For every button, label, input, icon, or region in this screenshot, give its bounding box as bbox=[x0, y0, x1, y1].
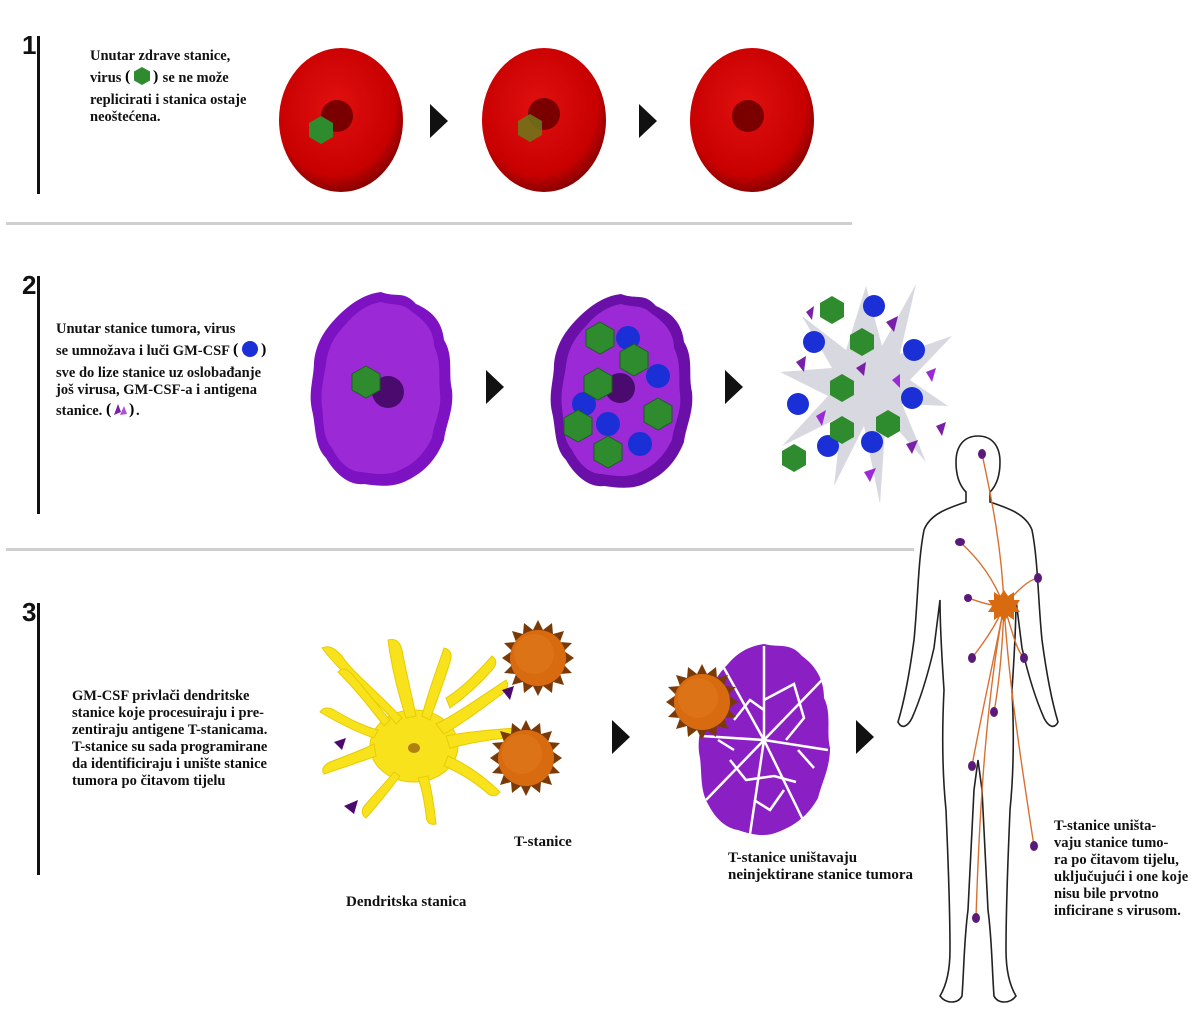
section-divider-1 bbox=[6, 222, 852, 225]
step-number-3: 3 bbox=[22, 597, 36, 628]
step-1-text-line: virus ( ) se ne može bbox=[90, 65, 280, 92]
step-2-text-line: stanice. ( ) . bbox=[56, 399, 286, 424]
arrow-right-icon bbox=[612, 720, 630, 754]
body-text-line: nisu bile prvotno bbox=[1054, 886, 1188, 903]
step-1-text-line: Unutar zdrave stanice, bbox=[90, 48, 280, 65]
arrow-right-icon bbox=[856, 720, 874, 754]
step-3-bar bbox=[37, 603, 40, 875]
t-cell-3 bbox=[664, 664, 740, 740]
t-cells-label: T-stanice bbox=[514, 834, 572, 851]
human-body bbox=[898, 430, 1058, 1006]
step-3-text-line: da identificiraju i unište stanice bbox=[72, 756, 292, 773]
svg-text:(: ( bbox=[106, 401, 111, 418]
body-text-line: inficirane s virusom. bbox=[1054, 903, 1188, 920]
svg-text:): ) bbox=[129, 401, 134, 418]
t-cells-destroy-label: T-stanice uništavaju neinjektirane stani… bbox=[728, 850, 913, 884]
antigen-fragment-icon: ( ) bbox=[106, 399, 136, 424]
step-number-1: 1 bbox=[22, 30, 36, 61]
arrow-right-icon bbox=[725, 370, 743, 404]
step-2-bar bbox=[37, 276, 40, 514]
healthy-cell-1 bbox=[277, 46, 405, 194]
step-3-text-line: GM-CSF privlači dendritske bbox=[72, 688, 292, 705]
step-3-text-line: T-stanice su sada programirane bbox=[72, 739, 292, 756]
healthy-cell-2 bbox=[480, 46, 608, 194]
body-text: T-stanice uništa- vaju stanice tumo- ra … bbox=[1054, 818, 1188, 920]
step-1-text-fragment: virus bbox=[90, 70, 121, 86]
step-3-text-line: tumora po čitavom tijelu bbox=[72, 773, 292, 790]
virus-hexagon-icon: ( ) bbox=[125, 65, 159, 92]
arrow-right-icon bbox=[639, 104, 657, 138]
body-text-line: ra po čitavom tijelu, bbox=[1054, 852, 1188, 869]
svg-text:): ) bbox=[153, 68, 158, 85]
svg-text:): ) bbox=[261, 341, 266, 358]
svg-text:(: ( bbox=[233, 341, 238, 358]
tumor-cell-1 bbox=[308, 290, 454, 490]
body-text-line: T-stanice uništa- bbox=[1054, 818, 1188, 835]
body-text-line: vaju stanice tumo- bbox=[1054, 835, 1188, 852]
step-3-text-line: stanice koje procesuiraju i pre- bbox=[72, 705, 292, 722]
arrow-right-icon bbox=[486, 370, 504, 404]
arrow-right-icon bbox=[430, 104, 448, 138]
step-number-2: 2 bbox=[22, 270, 36, 301]
step-2-text-line: Unutar stanice tumora, virus bbox=[56, 321, 286, 338]
step-1-bar bbox=[37, 36, 40, 194]
body-text-line: uključujući i one koje bbox=[1054, 869, 1188, 886]
dendritic-cell-label: Dendritska stanica bbox=[346, 894, 466, 911]
step-2-text-line: sve do lize stanice uz oslobađanje bbox=[56, 365, 286, 382]
healthy-cell-3 bbox=[688, 46, 816, 194]
t-cells-destroy-line: neinjektirane stanice tumora bbox=[728, 867, 913, 884]
virus-hexagon-icon bbox=[782, 444, 806, 472]
section-divider-2 bbox=[6, 548, 914, 551]
virus-hexagon-icon bbox=[820, 296, 844, 324]
t-cell-1 bbox=[500, 620, 576, 696]
tumor-cell-2 bbox=[548, 292, 694, 494]
step-3-text: GM-CSF privlači dendritske stanice koje … bbox=[72, 688, 292, 790]
step-2-text-fragment: se umnožava i luči GM-CSF bbox=[56, 343, 229, 359]
gm-csf-dot-icon: ( ) bbox=[233, 338, 267, 365]
t-cell-2 bbox=[488, 720, 564, 796]
step-2-text-line: još virusa, GM-CSF-a i antigena bbox=[56, 382, 286, 399]
step-2-text-fragment: . bbox=[136, 403, 140, 419]
step-3-text-line: zentiraju antigene T-stanicama. bbox=[72, 722, 292, 739]
step-1-text-fragment: se ne može bbox=[163, 70, 229, 86]
step-1-text: Unutar zdrave stanice, virus ( ) se ne m… bbox=[90, 48, 280, 126]
step-1-text-line: replicirati i stanica ostaje bbox=[90, 92, 280, 109]
t-cells-destroy-line: T-stanice uništavaju bbox=[728, 850, 913, 867]
step-2-text: Unutar stanice tumora, virus se umnožava… bbox=[56, 321, 286, 424]
step-1-text-line: neoštećena. bbox=[90, 109, 280, 126]
svg-text:(: ( bbox=[125, 68, 130, 85]
step-2-text-line: se umnožava i luči GM-CSF ( ) bbox=[56, 338, 286, 365]
step-2-text-fragment: stanice. bbox=[56, 403, 102, 419]
